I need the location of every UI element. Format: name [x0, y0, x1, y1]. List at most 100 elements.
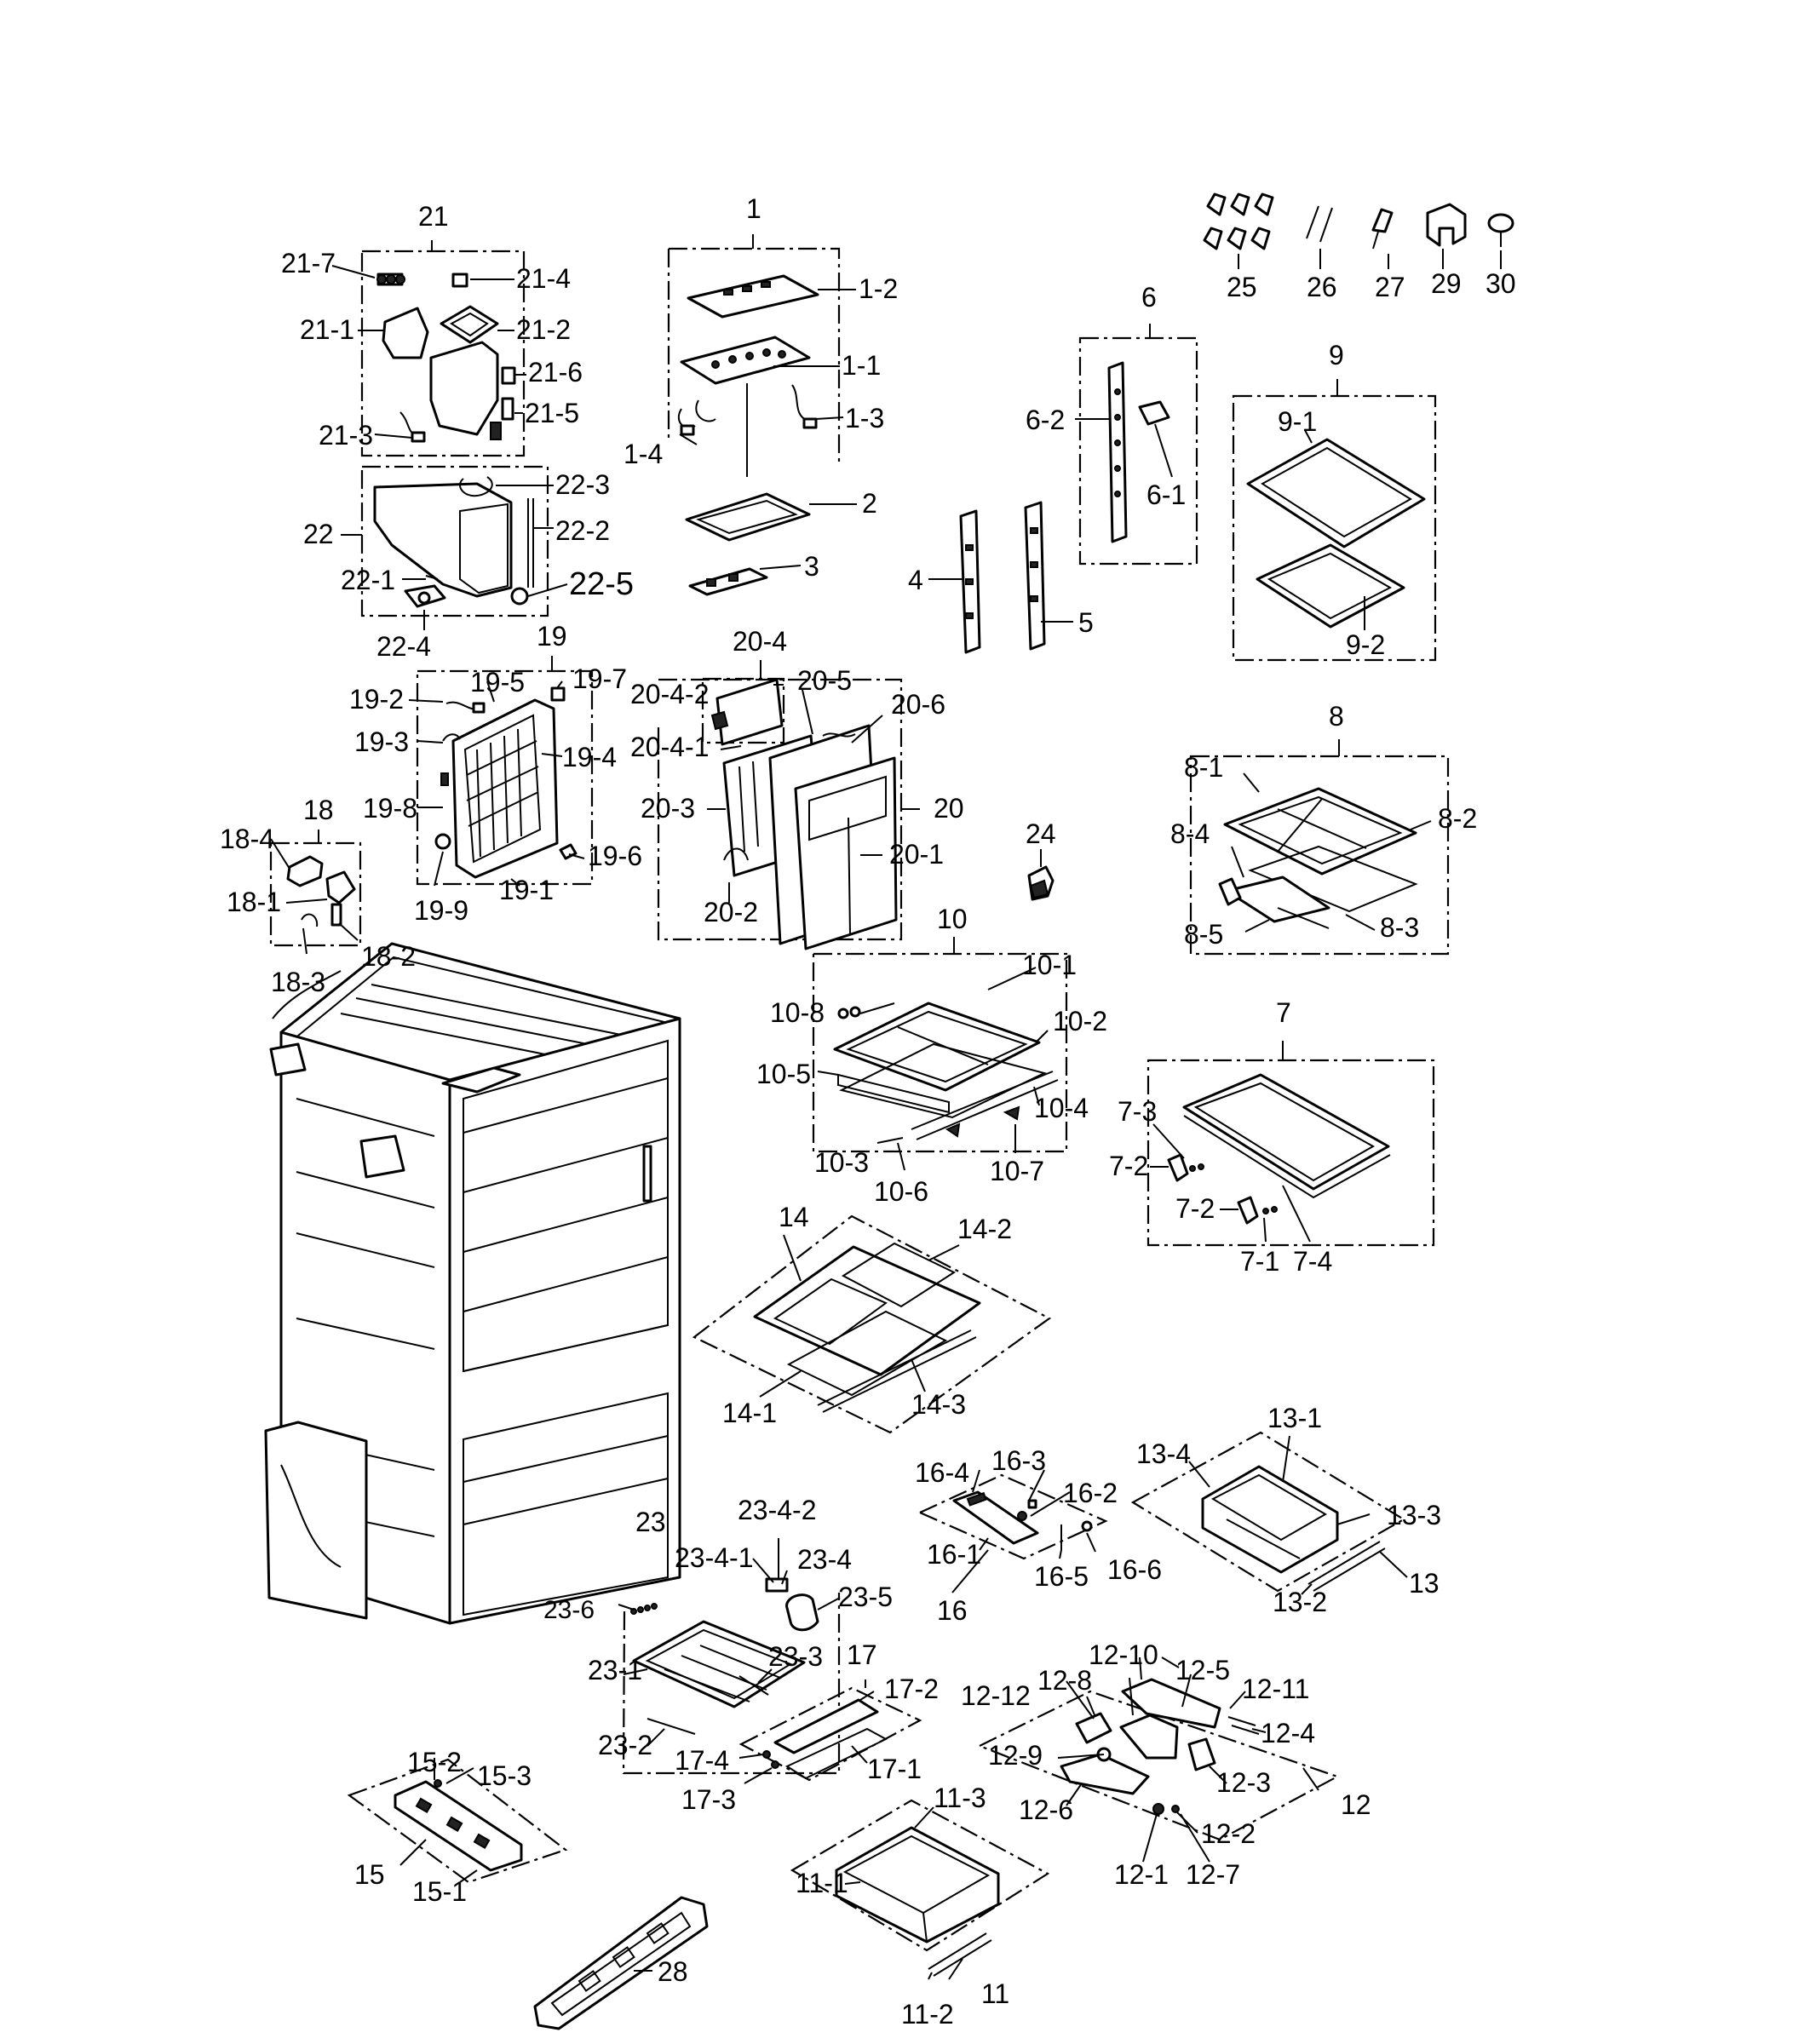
label-12: 12 [1341, 1789, 1371, 1820]
label-20-4-2: 20-4-2 [630, 679, 710, 709]
label-12-1: 12-1 [1114, 1859, 1169, 1890]
label-15-3: 15-3 [477, 1760, 532, 1791]
label-11-1: 11-1 [796, 1868, 848, 1898]
label-18-3: 18-3 [271, 967, 325, 997]
group-21 [331, 240, 526, 457]
label-9-1: 9-1 [1278, 406, 1317, 437]
label-18-4: 18-4 [220, 824, 274, 854]
group-7 [1146, 1041, 1435, 1247]
label-21-4: 21-4 [516, 263, 571, 294]
group-6 [1075, 324, 1198, 566]
label-22-5: 22-5 [569, 566, 634, 602]
label-18-1: 18-1 [227, 887, 281, 917]
label-6-2: 6-2 [1026, 405, 1065, 435]
label-20-5: 20-5 [797, 665, 852, 696]
group-15 [347, 1758, 568, 1884]
label-23-5: 23-5 [838, 1582, 893, 1612]
group-12 [977, 1656, 1340, 1863]
label-15-1: 15-1 [412, 1876, 467, 1907]
label-21: 21 [418, 201, 449, 232]
label-12-3: 12-3 [1216, 1767, 1271, 1798]
label-21-2: 21-2 [516, 314, 571, 345]
label-21-1: 21-1 [300, 314, 354, 345]
label-12-6: 12-6 [1019, 1794, 1073, 1825]
label-24: 24 [1026, 818, 1056, 849]
label-22-1: 22-1 [341, 565, 395, 595]
label-13: 13 [1409, 1568, 1440, 1599]
label-19-6: 19-6 [588, 841, 642, 871]
label-1-4: 1-4 [624, 439, 663, 469]
group-1 [667, 234, 857, 596]
label-12-8: 12-8 [1037, 1665, 1092, 1696]
label-12-12: 12-12 [961, 1680, 1031, 1711]
label-2: 2 [862, 488, 877, 519]
label-13-1: 13-1 [1267, 1403, 1322, 1433]
group-9 [1232, 379, 1437, 662]
part-labels: 21 21-7 21-4 21-1 21-2 21-6 21-5 21-3 22… [220, 193, 1516, 2030]
label-16-6: 16-6 [1107, 1554, 1162, 1585]
group-17 [738, 1679, 922, 1784]
label-18-2: 18-2 [361, 941, 416, 972]
label-21-5: 21-5 [525, 398, 579, 428]
label-16-1: 16-1 [927, 1539, 981, 1570]
label-23-4-1: 23-4-1 [675, 1542, 754, 1573]
label-19-5: 19-5 [470, 667, 525, 698]
label-23: 23 [635, 1507, 666, 1537]
label-22: 22 [303, 519, 334, 549]
label-10-2: 10-2 [1053, 1006, 1107, 1036]
label-10-1: 10-1 [1022, 950, 1077, 980]
label-20-1: 20-1 [889, 839, 944, 870]
label-10-6: 10-6 [874, 1176, 928, 1207]
label-17-3: 17-3 [681, 1784, 736, 1815]
label-13-4: 13-4 [1136, 1438, 1191, 1469]
label-9-2: 9-2 [1346, 629, 1385, 660]
label-8: 8 [1329, 701, 1344, 732]
label-19-3: 19-3 [354, 726, 409, 757]
label-10-8: 10-8 [770, 997, 825, 1028]
label-7-4: 7-4 [1293, 1246, 1332, 1277]
label-13-3: 13-3 [1387, 1500, 1441, 1530]
label-8-3: 8-3 [1380, 912, 1419, 943]
label-7: 7 [1276, 997, 1291, 1028]
label-14-2: 14-2 [957, 1214, 1012, 1244]
label-27: 27 [1375, 272, 1405, 302]
label-19-1: 19-1 [499, 875, 554, 905]
part-24 [1027, 849, 1055, 901]
label-14-1: 14-1 [722, 1398, 777, 1428]
label-21-7: 21-7 [281, 248, 336, 278]
label-21-6: 21-6 [528, 357, 583, 388]
label-23-2: 23-2 [598, 1730, 652, 1760]
label-20-3: 20-3 [641, 793, 695, 824]
label-19-9: 19-9 [414, 895, 468, 926]
label-20-4: 20-4 [733, 626, 787, 657]
label-14-3: 14-3 [911, 1389, 966, 1420]
label-16-4: 16-4 [915, 1457, 969, 1488]
label-16-5: 16-5 [1034, 1561, 1089, 1592]
label-8-4: 8-4 [1170, 818, 1210, 849]
part-28 [533, 1896, 709, 2030]
group-8 [1189, 739, 1450, 956]
label-7-3: 7-3 [1118, 1096, 1157, 1127]
label-5: 5 [1078, 607, 1094, 638]
label-21-3: 21-3 [319, 420, 373, 451]
label-15: 15 [354, 1859, 385, 1890]
label-10: 10 [937, 904, 968, 934]
label-9: 9 [1329, 340, 1344, 370]
label-28: 28 [658, 1956, 688, 1987]
group-18 [269, 830, 362, 955]
label-12-4: 12-4 [1261, 1718, 1315, 1748]
label-7-2-upper: 7-2 [1109, 1151, 1148, 1181]
refrigerator-cabinet [264, 942, 681, 1625]
label-22-2: 22-2 [555, 515, 610, 546]
label-19: 19 [537, 621, 567, 652]
label-1-3: 1-3 [845, 403, 884, 433]
group-10 [812, 937, 1068, 1171]
label-12-9: 12-9 [988, 1740, 1043, 1771]
hinge-parts [928, 501, 1073, 654]
label-12-10: 12-10 [1089, 1639, 1158, 1670]
label-7-1: 7-1 [1240, 1246, 1279, 1277]
label-8-2: 8-2 [1438, 803, 1477, 834]
label-23-6: 23-6 [543, 1596, 595, 1624]
label-26: 26 [1307, 272, 1337, 302]
